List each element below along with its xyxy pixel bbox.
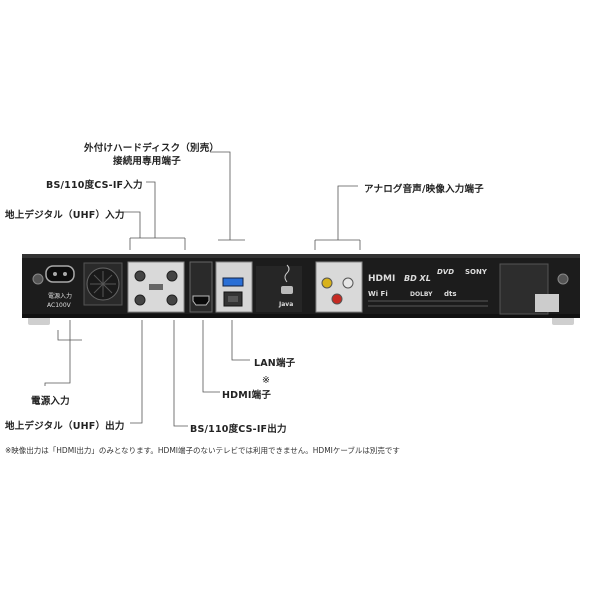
sony-logo: SONY [465, 268, 488, 276]
bs-cs-out-connector [166, 294, 178, 306]
power-socket [45, 265, 75, 283]
bs-cs-in-connector [166, 270, 178, 282]
external-hdd-label-line1: 外付けハードディスク（別売） [84, 143, 220, 154]
spec-label [499, 263, 549, 315]
screw [32, 273, 44, 285]
external-hdd-label-line2: 接続用専用端子 [113, 156, 181, 167]
bs-cs-input-label: BS/110度CS-IF入力 [46, 180, 143, 191]
terrestrial-out-connector [134, 294, 146, 306]
rca-video-yellow [321, 277, 333, 289]
footnote: ※映像出力は「HDMI出力」のみとなります。HDMI端子のないテレビでは利用でき… [5, 446, 400, 455]
java-text: Java [278, 301, 293, 308]
hdmi-note-mark: ※ [262, 375, 271, 386]
dolby-logo: DOLBY [410, 291, 433, 298]
power-text-2: AC100V [47, 302, 72, 309]
hdmi-port-label: HDMI端子 [222, 390, 272, 401]
hdmi-logo: HDMI [368, 274, 395, 284]
hdmi-port [192, 295, 210, 306]
wifi-logo: Wi Fi [368, 290, 388, 298]
dts-logo: dts [444, 290, 457, 298]
rca-audio-white [342, 277, 354, 289]
bs-cs-output-label: BS/110度CS-IF出力 [190, 424, 287, 435]
power-input-label: 電源入力 [31, 396, 70, 407]
terrestrial-in-connector [134, 270, 146, 282]
lan-port-label: LAN端子 [254, 358, 296, 369]
screw [557, 273, 569, 285]
usb-port [222, 277, 244, 287]
dvd-logo: DVD [437, 268, 454, 276]
power-text-1: 電源入力 [48, 292, 72, 300]
usb-lan-plate [215, 261, 253, 313]
analog-av-input-label: アナログ音声/映像入力端子 [364, 184, 484, 195]
rca-audio-red [331, 293, 343, 305]
terrestrial-input-label: 地上デジタル（UHF）入力 [5, 210, 125, 221]
java-logo-icon [284, 264, 290, 283]
terrestrial-output-label: 地上デジタル（UHF）出力 [5, 421, 125, 432]
bdxl-logo: BD XL [404, 274, 431, 283]
